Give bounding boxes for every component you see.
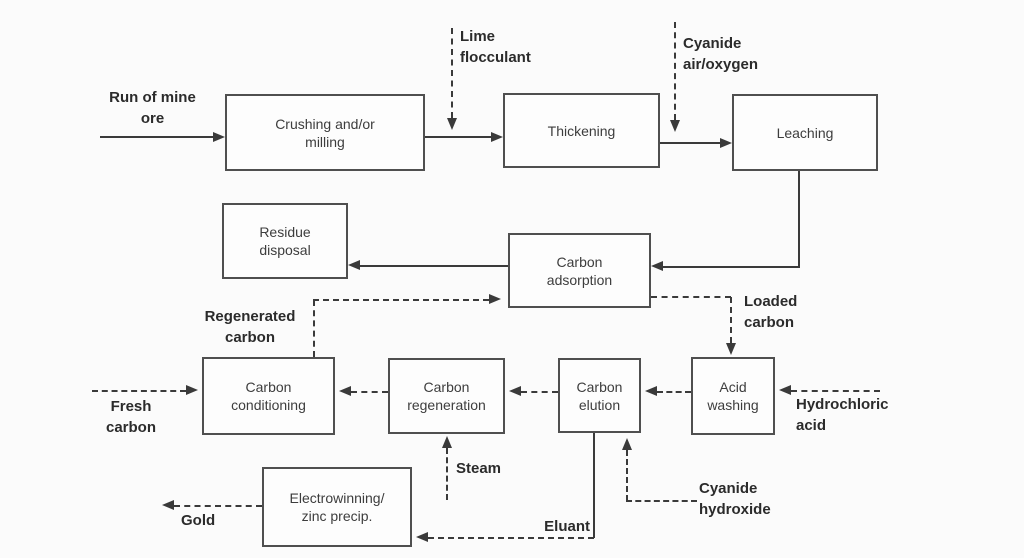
arrowhead-adsorption-to-residue	[348, 260, 360, 270]
flow-cyanide-air-oxygen	[674, 22, 676, 120]
node-label-line: zinc precip.	[301, 508, 373, 524]
node-label-line: washing	[707, 397, 759, 413]
flow-loaded-carbon-vertical	[730, 297, 732, 343]
label-line: air/oxygen	[683, 56, 759, 73]
arrowhead-thickening-to-leaching	[720, 138, 732, 148]
arrowhead-lime-flocculant	[447, 118, 457, 130]
arrowhead-gold-out	[162, 500, 174, 510]
node-electrowinning: Electrowinning/ zinc precip.	[262, 467, 412, 547]
node-label-line: Electrowinning/	[289, 490, 385, 506]
label-line: Lime	[460, 28, 496, 45]
label-line: Cyanide	[683, 35, 742, 52]
label-line: carbon	[744, 314, 795, 331]
label-lime-flocculant: Lime flocculant	[460, 26, 531, 68]
arrowhead-cyanide-air-oxygen	[670, 120, 680, 132]
node-label-line: Residue	[259, 224, 311, 240]
label-cyanide-air-oxygen: Cyanide air/oxygen	[683, 33, 758, 75]
label-line: Cyanide	[699, 480, 758, 497]
flow-crushing-to-thickening	[425, 136, 491, 138]
label-loaded-carbon: Loaded carbon	[744, 291, 797, 333]
flow-regenerated-carbon-vertical	[313, 300, 315, 357]
arrowhead-hydrochloric-acid	[779, 385, 791, 395]
label-line: carbon	[224, 329, 275, 346]
node-label-line: Crushing and/or	[275, 115, 375, 132]
arrowhead-elution-to-regeneration	[509, 386, 521, 396]
arrowhead-steam	[442, 436, 452, 448]
flow-regeneration-to-conditioning	[351, 391, 388, 393]
label-line: ore	[140, 110, 165, 127]
arrowhead-loaded-carbon	[726, 343, 736, 355]
flow-elution-eluant-down	[593, 433, 595, 538]
label-cyanide-hydroxide: Cyanide hydroxide	[699, 478, 771, 520]
flow-fresh-carbon	[92, 390, 186, 392]
label-fresh-carbon: Fresh carbon	[94, 396, 168, 438]
node-label-line: conditioning	[231, 397, 306, 413]
node-leaching: Leaching	[732, 94, 878, 171]
arrowhead-regeneration-to-conditioning	[339, 386, 351, 396]
node-crushing-milling: Crushing and/or milling	[225, 94, 425, 171]
label-line: acid	[796, 417, 827, 434]
node-label-line: Thickening	[547, 122, 616, 139]
label-regenerated-carbon: Regenerated carbon	[198, 306, 302, 348]
node-label-line: Carbon	[556, 253, 603, 270]
flow-adsorption-to-residue	[360, 265, 508, 267]
node-label-line: Leaching	[776, 124, 834, 141]
label-eluant: Eluant	[528, 516, 590, 537]
flow-regenerated-carbon-horizontal	[313, 299, 489, 301]
arrowhead-cyanide-hydroxide	[622, 438, 632, 450]
flow-leaching-to-adsorption	[663, 266, 800, 268]
node-carbon-elution: Carbon elution	[558, 358, 641, 433]
node-carbon-adsorption: Carbon adsorption	[508, 233, 651, 308]
arrowhead-leaching-to-adsorption	[651, 261, 663, 271]
flow-acidwash-to-elution	[657, 391, 691, 393]
node-label-line: Carbon	[576, 378, 623, 395]
node-label-line: disposal	[259, 242, 311, 258]
flow-hydrochloric-acid	[791, 390, 880, 392]
flow-cyanide-hydroxide-vertical	[626, 450, 628, 501]
node-label-line: adsorption	[546, 271, 613, 288]
flow-eluant-to-electrowinning	[428, 537, 594, 539]
node-label-line: Acid	[719, 379, 747, 395]
node-residue-disposal: Residue disposal	[222, 203, 348, 279]
arrowhead-acidwash-to-elution	[645, 386, 657, 396]
node-label-line: regeneration	[407, 397, 486, 413]
label-line: Gold	[181, 512, 216, 529]
node-label-line: elution	[578, 396, 621, 413]
arrowhead-eluant-to-electrowinning	[416, 532, 428, 542]
label-hydrochloric-acid: Hydrochloric acid	[796, 394, 889, 436]
arrowhead-ore-to-crushing	[213, 132, 225, 142]
label-line: Steam	[456, 460, 502, 477]
flow-steam	[446, 448, 448, 500]
flow-thickening-to-leaching	[660, 142, 721, 144]
label-line: hydroxide	[699, 501, 771, 518]
flow-lime-flocculant	[451, 28, 453, 118]
flow-cyanide-hydroxide-horizontal	[626, 500, 697, 502]
flow-elution-to-regeneration	[521, 391, 558, 393]
label-line: Regenerated	[204, 308, 296, 325]
label-steam: Steam	[456, 458, 501, 479]
flow-ore-to-crushing	[100, 136, 214, 138]
node-label-line: Carbon	[245, 379, 292, 395]
node-carbon-conditioning: Carbon conditioning	[202, 357, 335, 435]
arrowhead-fresh-carbon	[186, 385, 198, 395]
label-line: carbon	[105, 419, 156, 436]
node-label-line: milling	[305, 133, 345, 150]
arrowhead-crushing-to-thickening	[491, 132, 503, 142]
flow-loaded-carbon-horizontal	[651, 296, 731, 298]
label-line: Eluant	[544, 518, 590, 535]
label-line: flocculant	[460, 49, 531, 66]
label-line: Fresh	[110, 398, 152, 415]
arrowhead-regenerated-carbon	[489, 294, 501, 304]
label-gold: Gold	[181, 510, 215, 531]
node-carbon-regeneration: Carbon regeneration	[388, 358, 505, 434]
label-line: Loaded	[744, 293, 798, 310]
flow-gold-out	[174, 505, 262, 507]
node-thickening: Thickening	[503, 93, 660, 168]
flow-leaching-down	[798, 171, 800, 267]
label-run-of-mine-ore: Run of mine ore	[100, 87, 205, 129]
node-acid-washing: Acid washing	[691, 357, 775, 435]
label-line: Run of mine	[109, 89, 196, 106]
label-line: Hydrochloric	[796, 396, 889, 413]
node-label-line: Carbon	[423, 379, 470, 395]
